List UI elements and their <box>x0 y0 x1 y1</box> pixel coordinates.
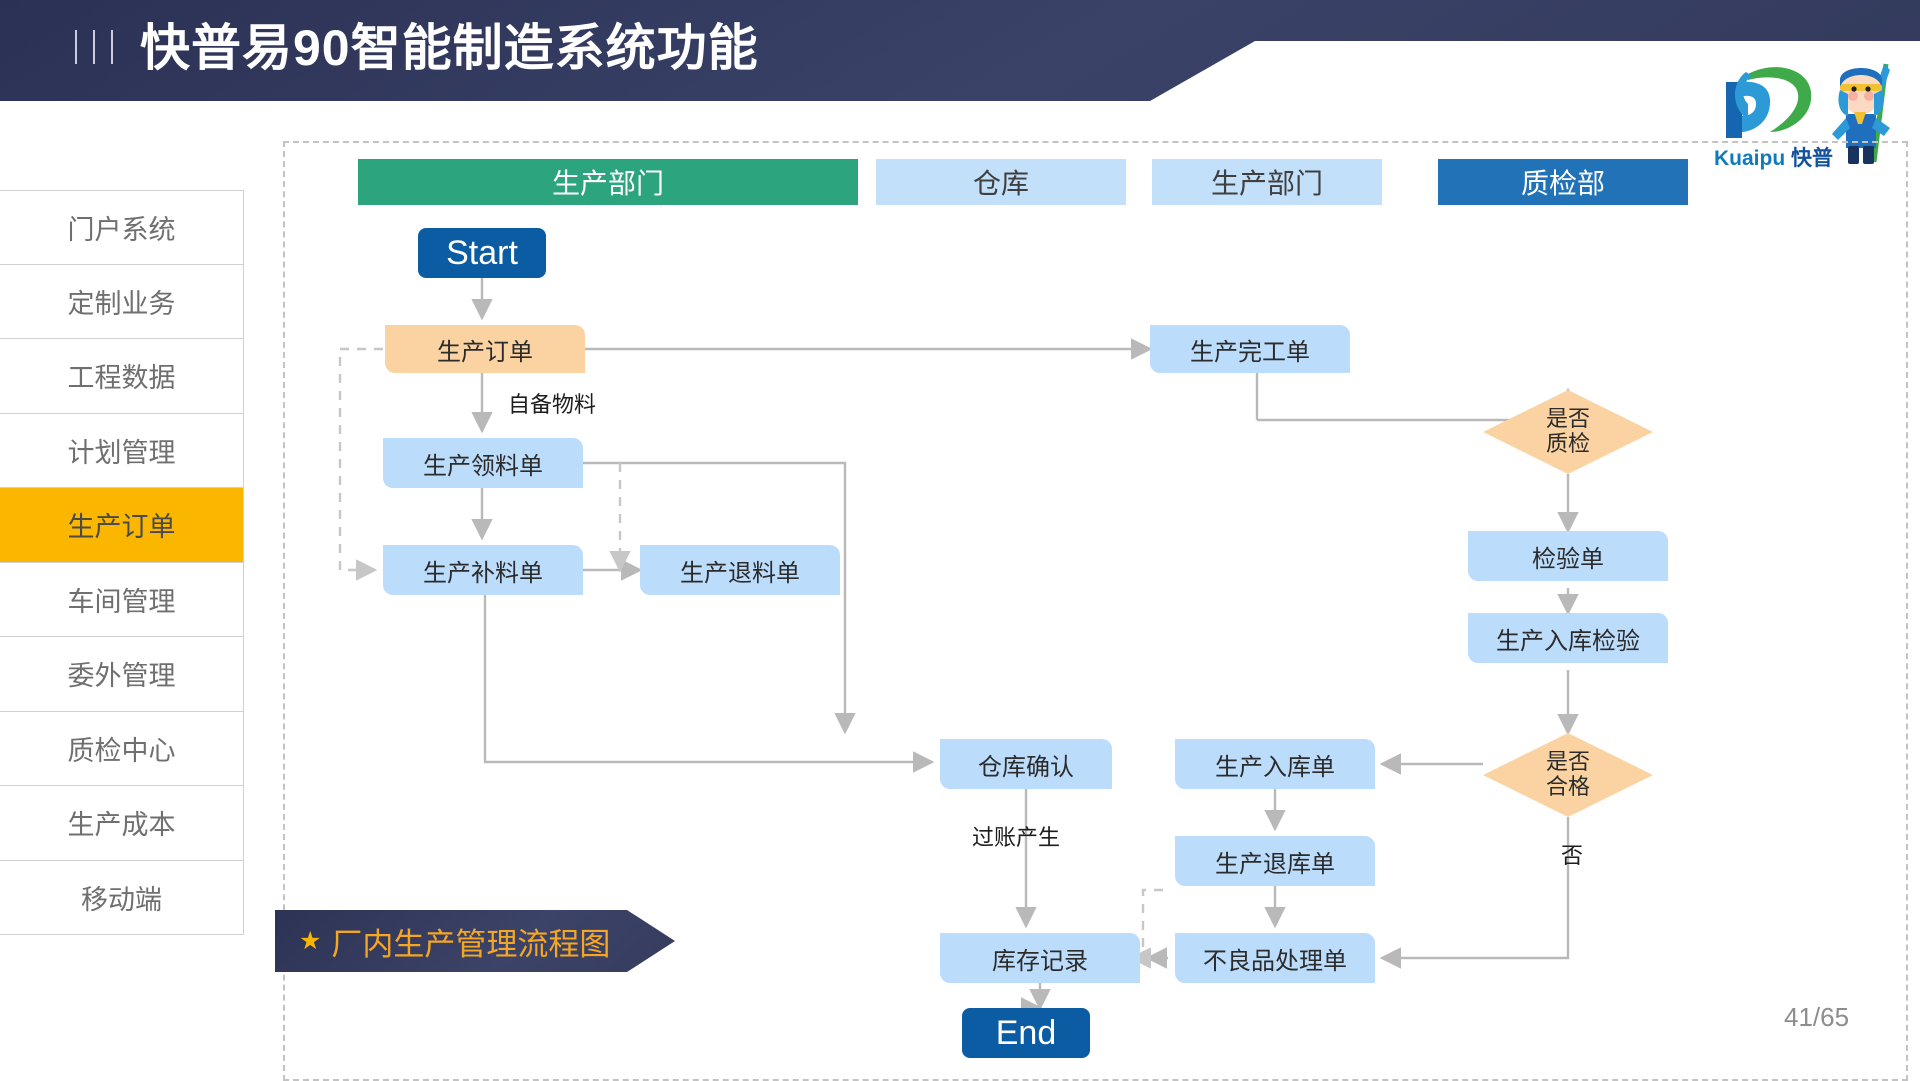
node-stock-return[interactable]: 生产退库单 <box>1175 836 1375 886</box>
node-material-issue[interactable]: 生产领料单 <box>383 438 583 488</box>
sidebar-item-outsourcing[interactable]: 委外管理 <box>0 637 244 712</box>
brand-logo: Kuaipu 快普 <box>1712 58 1902 176</box>
node-warehouse-confirm[interactable]: 仓库确认 <box>940 739 1112 789</box>
node-decision-qc-label: 是否质检 <box>1545 406 1590 456</box>
node-start[interactable]: Start <box>418 228 546 278</box>
sidebar-item-production-order[interactable]: 生产订单 <box>0 488 244 563</box>
sidebar-item-planning[interactable]: 计划管理 <box>0 413 244 488</box>
node-production-complete[interactable]: 生产完工单 <box>1150 325 1350 373</box>
lane-header-production-2: 生产部门 <box>1152 159 1382 205</box>
node-inspection-sheet[interactable]: 检验单 <box>1468 531 1668 581</box>
logo-wordmark-cn: 快普 <box>1791 147 1834 170</box>
node-decision-pass-label: 是否合格 <box>1545 749 1590 799</box>
hamburger-icon[interactable] <box>75 30 113 64</box>
node-inventory-record[interactable]: 库存记录 <box>940 933 1140 983</box>
node-stock-in-inspection[interactable]: 生产入库检验 <box>1468 613 1668 663</box>
logo-wordmark-latin: Kuaipu <box>1714 147 1786 170</box>
edge-label-posting: 过账产生 <box>972 825 1061 850</box>
sidebar-item-portal[interactable]: 门户系统 <box>0 190 244 265</box>
node-material-return[interactable]: 生产退料单 <box>640 545 840 595</box>
edge-label-self-material: 自备物料 <box>508 392 597 417</box>
logo-wordmark: Kuaipu 快普 <box>1714 142 1844 170</box>
node-defect-handling[interactable]: 不良品处理单 <box>1175 933 1375 983</box>
lane-header-production-1: 生产部门 <box>358 159 858 205</box>
sidebar: 门户系统 定制业务 工程数据 计划管理 生产订单 车间管理 委外管理 质检中心 … <box>0 190 244 935</box>
star-icon: ★ <box>299 926 322 955</box>
sidebar-item-mobile[interactable]: 移动端 <box>0 860 244 935</box>
sidebar-item-cost[interactable]: 生产成本 <box>0 786 244 861</box>
edge-label-no: 否 <box>1561 843 1584 868</box>
node-end[interactable]: End <box>962 1008 1090 1058</box>
node-stock-in[interactable]: 生产入库单 <box>1175 739 1375 789</box>
lane-header-qc: 质检部 <box>1438 159 1688 205</box>
node-production-order[interactable]: 生产订单 <box>385 325 585 373</box>
page-title: 快普易90智能制造系统功能 <box>140 20 759 76</box>
sidebar-item-engineering[interactable]: 工程数据 <box>0 339 244 414</box>
node-material-replenish[interactable]: 生产补料单 <box>383 545 583 595</box>
page-counter: 41/65 <box>1784 1002 1850 1032</box>
lane-header-warehouse: 仓库 <box>876 159 1126 205</box>
kp-monogram-icon <box>1726 67 1812 138</box>
sidebar-item-custom[interactable]: 定制业务 <box>0 264 244 339</box>
mascot-character-icon <box>1832 63 1890 164</box>
sidebar-item-workshop[interactable]: 车间管理 <box>0 562 244 637</box>
sidebar-item-quality[interactable]: 质检中心 <box>0 711 244 786</box>
flow-title-text: 厂内生产管理流程图 <box>331 926 611 962</box>
flow-title-banner: ★ 厂内生产管理流程图 <box>275 910 675 972</box>
